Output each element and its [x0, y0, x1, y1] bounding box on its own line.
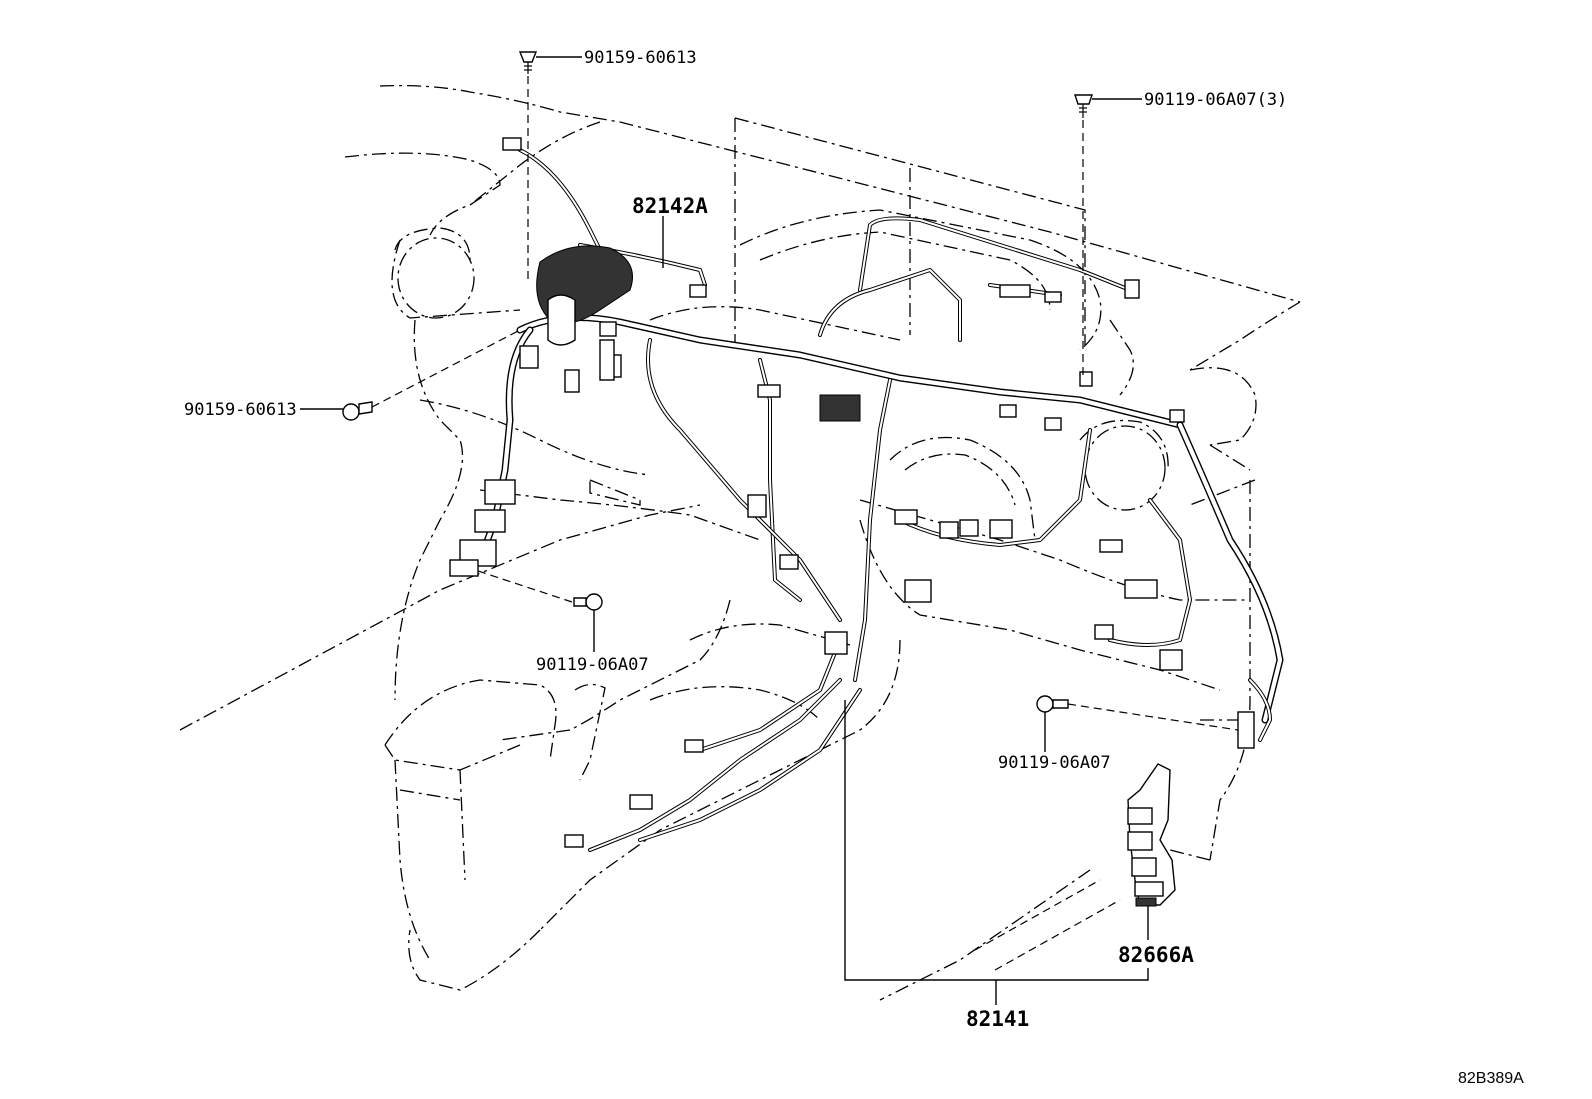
label-bracket: 82666A	[1118, 943, 1194, 967]
label-bolt-top-right: 90119-06A07(3)	[1144, 90, 1287, 110]
illustration-code: 82B389A	[1458, 1070, 1524, 1087]
label-bolt-lower-right: 90119-06A07	[998, 753, 1111, 773]
vehicle-body-outline	[179, 84, 1301, 1001]
bolt-icon-top	[518, 51, 538, 74]
label-harness-main: 82141	[966, 1007, 1029, 1031]
bolt-icon-lower-left	[573, 593, 603, 611]
bolt-icon-left	[342, 401, 373, 421]
label-bolt-top: 90159-60613	[584, 48, 697, 68]
bolt-icon-top-right	[1074, 94, 1093, 118]
label-harness-upper: 82142A	[632, 194, 708, 218]
label-bolt-lower-left: 90119-06A07	[536, 655, 649, 675]
label-bolt-left: 90159-60613	[184, 400, 297, 420]
bracket-82666a	[1127, 763, 1176, 907]
bolt-icon-lower-right	[1036, 695, 1069, 713]
wire-harness	[476, 148, 1284, 852]
leader-lines	[300, 56, 1239, 1005]
connectors	[449, 137, 1255, 848]
group-frame-lines	[734, 117, 1256, 721]
